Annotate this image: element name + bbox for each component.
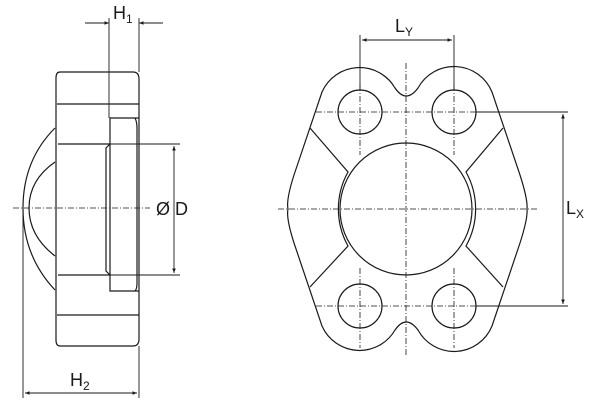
dome-outer — [22, 127, 56, 291]
relief-right — [465, 127, 504, 288]
front-view: LY LX — [278, 16, 584, 356]
bore — [58, 143, 111, 276]
dimension-d-label: Ø D — [156, 199, 188, 219]
side-view: H1 Ø D H2 — [13, 3, 188, 398]
dome-inner — [28, 161, 56, 257]
relief-left — [309, 127, 349, 288]
counterbore — [109, 117, 139, 292]
dimension-h1-label: H1 — [113, 3, 133, 26]
dimension-lx-label: LX — [566, 198, 584, 221]
dimension-ly-label: LY — [395, 16, 413, 39]
dimension-h2-label: H2 — [70, 370, 90, 393]
flange-outline — [287, 65, 528, 353]
flange-body — [55, 71, 140, 347]
